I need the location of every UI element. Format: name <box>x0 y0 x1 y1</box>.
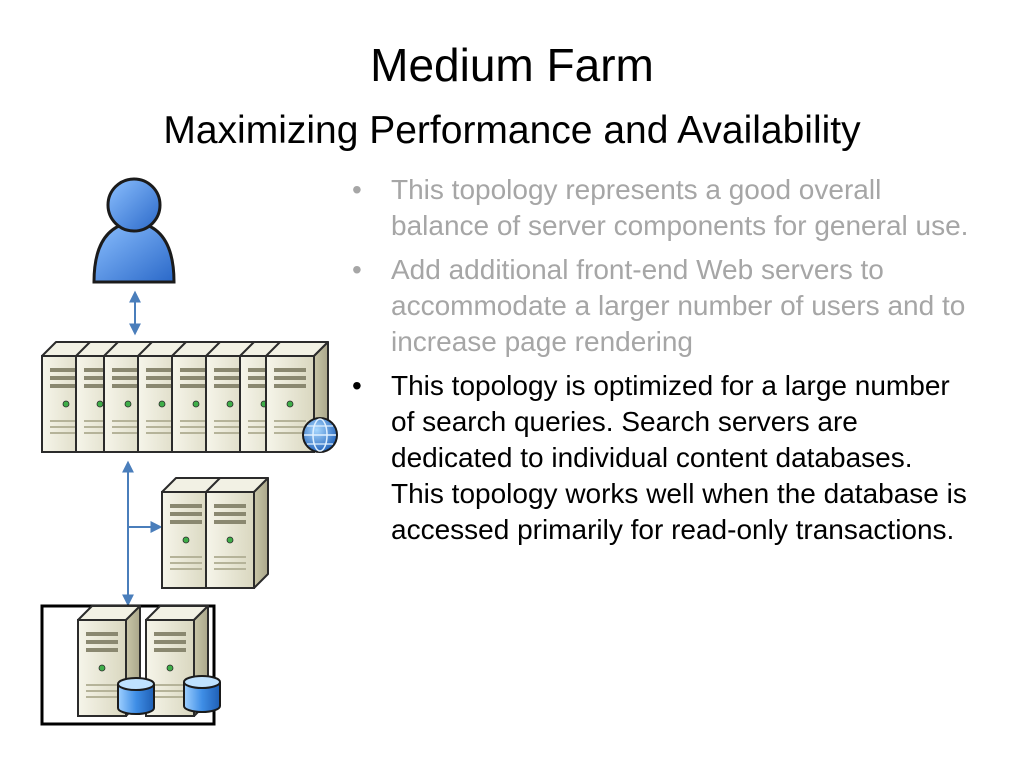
bullet-marker: • <box>352 370 362 401</box>
bullet-text: This topology represents a good overall … <box>391 174 969 241</box>
web-server-farm <box>41 341 329 453</box>
bullet-list: • This topology represents a good overal… <box>350 172 970 556</box>
search-server-icon <box>205 477 269 589</box>
globe-icon <box>302 417 338 453</box>
database-icon <box>117 677 155 715</box>
database-server-group <box>77 605 221 717</box>
bullet-item: • This topology is optimized for a large… <box>350 368 970 548</box>
bullet-item: • Add additional front-end Web servers t… <box>350 252 970 360</box>
search-server-group <box>161 477 269 589</box>
bullet-marker: • <box>352 254 362 285</box>
bullet-text: This topology is optimized for a large n… <box>391 370 967 545</box>
bullet-item: • This topology represents a good overal… <box>350 172 970 244</box>
bullet-marker: • <box>352 174 362 205</box>
user-icon <box>92 177 176 284</box>
slide-title: Medium Farm <box>370 39 654 91</box>
bullet-text: Add additional front-end Web servers to … <box>391 254 966 357</box>
slide-subtitle: Maximizing Performance and Availability <box>163 109 861 152</box>
database-icon <box>183 675 221 713</box>
